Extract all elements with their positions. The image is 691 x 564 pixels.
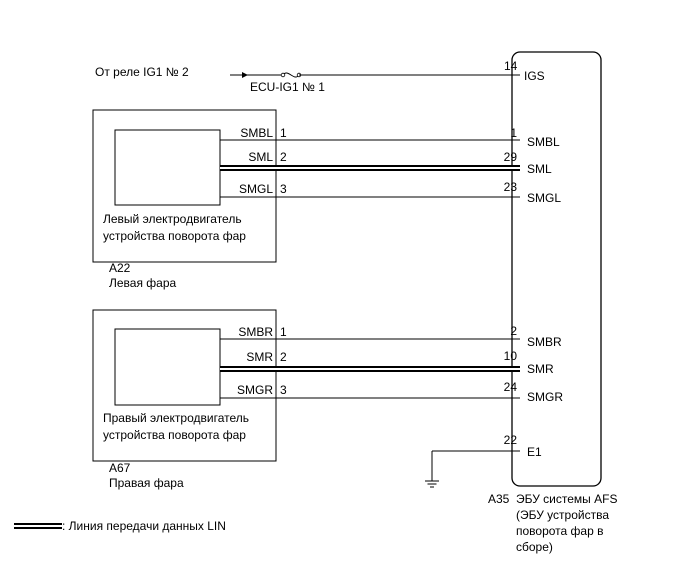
ground-pin: 22 bbox=[504, 433, 518, 447]
ecu-pin-smbr: 2 bbox=[510, 324, 517, 338]
left-unit-code: A22 bbox=[109, 261, 131, 275]
right-signal-3: SMGR bbox=[237, 383, 273, 397]
right-local-pin-3: 3 bbox=[280, 383, 287, 397]
ecu-box bbox=[511, 51, 602, 487]
ground-terminal: E1 bbox=[527, 445, 542, 459]
arrow-right-icon bbox=[242, 72, 248, 78]
ecu-code: A35 bbox=[488, 492, 510, 506]
ecu-pin-sml: 29 bbox=[504, 150, 518, 164]
ground-icon bbox=[425, 480, 439, 488]
fuse-symbol-icon bbox=[282, 72, 300, 78]
ecu-name-3: поворота фар в bbox=[516, 524, 603, 538]
ecu-terminal-smbr: SMBR bbox=[527, 335, 562, 349]
left-local-pin-2: 2 bbox=[280, 150, 287, 164]
ecu-terminal-sml: SML bbox=[527, 162, 552, 176]
right-unit-title: Правая фара bbox=[109, 476, 184, 490]
ecu-terminal-smgl: SMGL bbox=[527, 191, 561, 205]
right-signal-1: SMBR bbox=[238, 325, 273, 339]
ecu-name-1: ЭБУ системы AFS bbox=[516, 492, 617, 506]
left-unit-title: Левая фара bbox=[109, 276, 177, 290]
left-signal-3: SMGL bbox=[239, 182, 273, 196]
ecu-terminal-smgr: SMGR bbox=[527, 390, 563, 404]
ecu-terminal-smr: SMR bbox=[527, 362, 554, 376]
right-unit-code: A67 bbox=[109, 461, 131, 475]
fuse-label: ECU-IG1 № 1 bbox=[250, 80, 325, 94]
ecu-pin-smr: 10 bbox=[504, 349, 518, 363]
ecu-name-4: сборе) bbox=[516, 540, 553, 554]
ecu-pin-smbl: 1 bbox=[510, 126, 517, 140]
ecu-pin-smgr: 24 bbox=[504, 380, 518, 394]
right-local-pin-2: 2 bbox=[280, 350, 287, 364]
ecu-pin-smgl: 23 bbox=[504, 180, 518, 194]
right-motor-box bbox=[114, 328, 221, 406]
left-local-pin-1: 1 bbox=[280, 126, 287, 140]
right-local-pin-1: 1 bbox=[280, 325, 287, 339]
left-motor-name-1: Левый электродвигатель bbox=[103, 212, 242, 226]
left-signal-1: SMBL bbox=[240, 126, 273, 140]
right-headlight-box bbox=[92, 309, 277, 462]
supply-pin: 14 bbox=[504, 59, 518, 73]
legend-text: : Линия передачи данных LIN bbox=[62, 519, 226, 533]
left-motor-name-2: устройства поворота фар bbox=[103, 229, 246, 243]
left-signal-2: SML bbox=[248, 150, 273, 164]
ecu-terminal-smbl: SMBL bbox=[527, 135, 560, 149]
left-motor-box bbox=[114, 129, 221, 206]
supply-source-label: От реле IG1 № 2 bbox=[95, 65, 189, 79]
left-headlight-box bbox=[92, 109, 277, 263]
right-motor-name-1: Правый электродвигатель bbox=[103, 411, 249, 425]
left-local-pin-3: 3 bbox=[280, 182, 287, 196]
right-signal-2: SMR bbox=[246, 350, 273, 364]
supply-terminal: IGS bbox=[524, 69, 545, 83]
ecu-name-2: (ЭБУ устройства bbox=[516, 508, 609, 522]
right-motor-name-2: устройства поворота фар bbox=[103, 428, 246, 442]
